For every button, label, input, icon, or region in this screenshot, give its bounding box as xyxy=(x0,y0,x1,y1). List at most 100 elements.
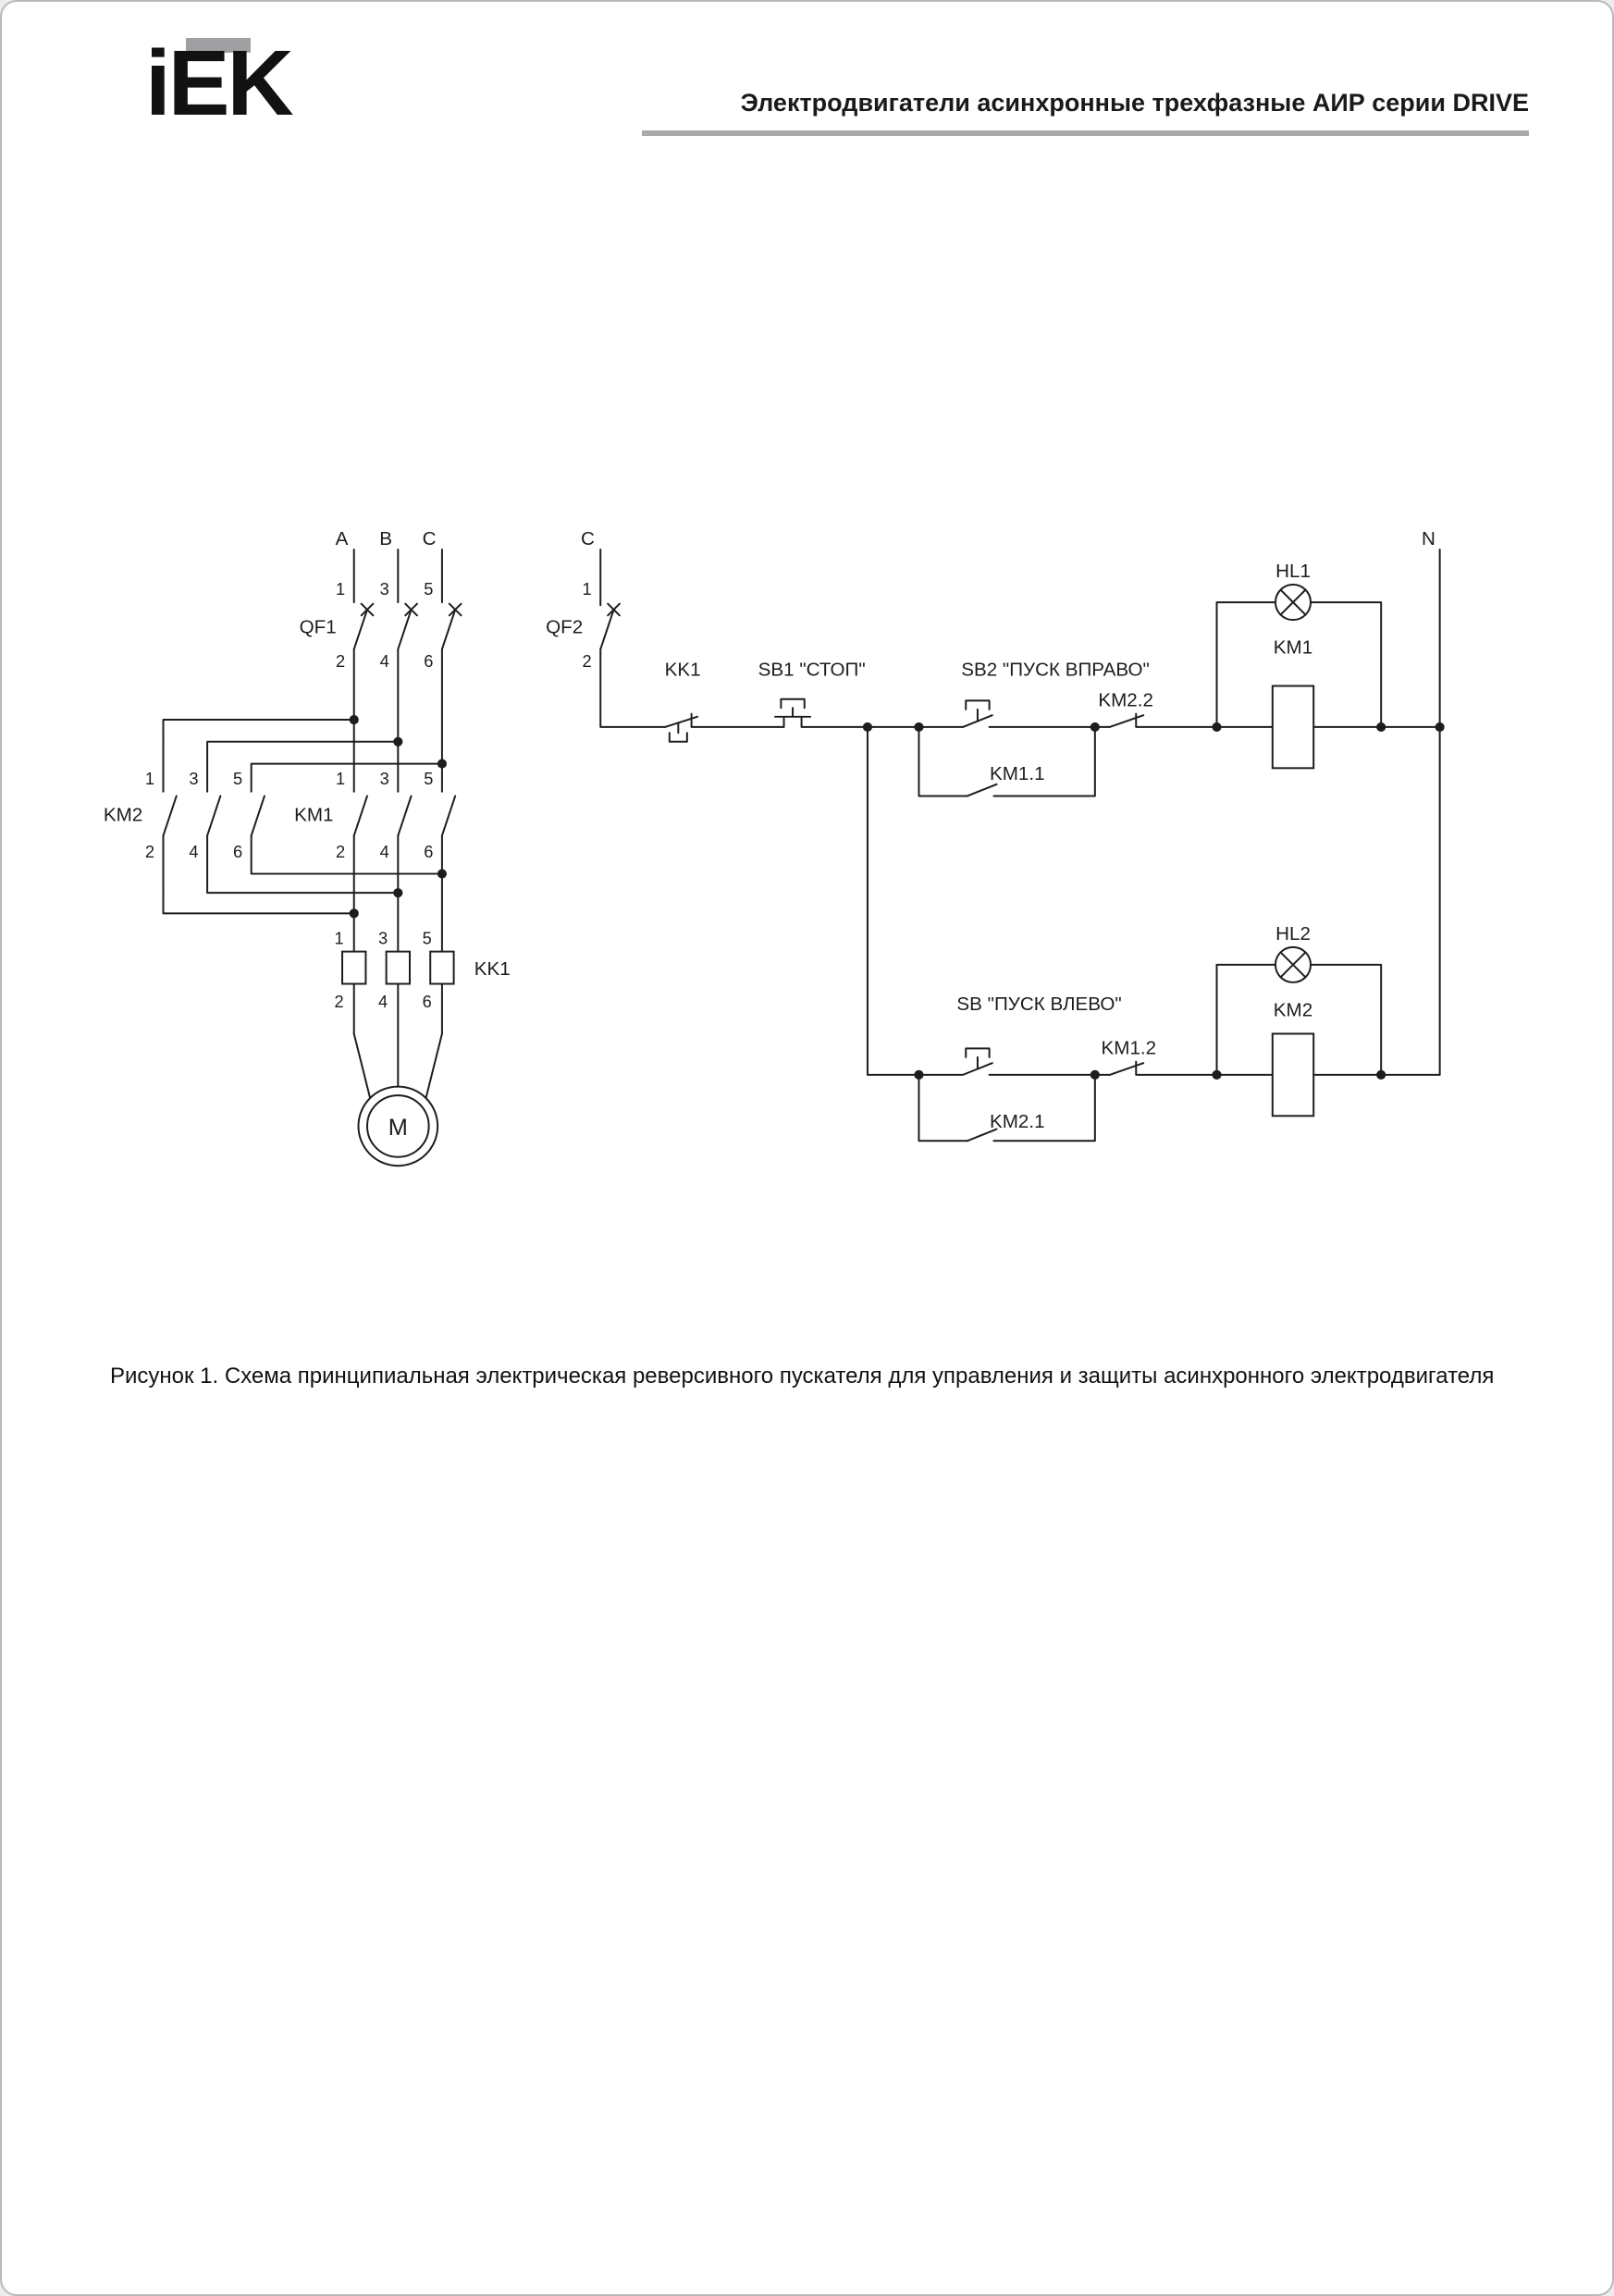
km1-main-contacts: 1 3 5 KM1 2 4 6 xyxy=(294,769,457,953)
km2-coil-box xyxy=(1271,1032,1315,1117)
km1-terminal-2: 2 xyxy=(336,842,345,861)
kk1-terminal-1: 1 xyxy=(334,929,343,948)
qf2-breaker: 1 QF2 2 xyxy=(546,548,667,728)
power-junction-dots xyxy=(349,714,447,919)
sb1-symbol xyxy=(774,697,965,728)
iek-logo-bar xyxy=(186,38,251,53)
km2-terminal-6: 6 xyxy=(233,842,242,861)
kk1-terminal-6: 6 xyxy=(423,992,432,1011)
km2-1-blade xyxy=(966,1128,998,1142)
km2-terminal-1: 1 xyxy=(145,769,154,788)
hl2-lamp: HL2 xyxy=(1215,923,1383,1076)
junction-dot xyxy=(1212,1069,1222,1080)
qf1-terminal-6: 6 xyxy=(424,651,433,671)
junction-dot xyxy=(349,908,359,919)
km1-terminal-1: 1 xyxy=(336,769,345,788)
junction-dot xyxy=(1090,1069,1100,1080)
circuit-diagram: A B C C N 1 3 5 QF1 2 4 6 1 3 5 KM2 2 xyxy=(104,528,1445,1167)
kk1-aux-label: KK1 xyxy=(665,659,701,680)
junction-dot xyxy=(437,869,447,879)
junction-dot xyxy=(1376,722,1386,732)
km1-terminal-5: 5 xyxy=(424,769,433,788)
km2-2-label: KM2.2 xyxy=(1098,690,1153,711)
neutral-label: N xyxy=(1422,528,1435,549)
hl2-branch-wires xyxy=(1215,963,1383,1076)
km2-main-label: KM2 xyxy=(104,804,142,825)
qf1-terminal-4: 4 xyxy=(380,651,389,671)
km2-1-label: KM2.1 xyxy=(990,1111,1045,1132)
km2-1-aux-contact: KM2.1 xyxy=(918,1073,1096,1142)
hl1-branch-wires xyxy=(1215,601,1383,728)
qf2-terminal-1: 1 xyxy=(583,579,592,599)
junction-dot xyxy=(393,736,403,747)
km1-1-aux-contact: KM1.1 xyxy=(918,725,1096,797)
qf1-terminal-5: 5 xyxy=(424,579,433,599)
km1-1-blade xyxy=(966,783,998,797)
kk1-aux-contact: KK1 xyxy=(664,659,785,743)
control-phase-label: C xyxy=(581,528,595,549)
km2-output-wires xyxy=(162,834,443,915)
km1-main-label: KM1 xyxy=(294,804,333,825)
sb2-start-right-button: SB2 "ПУСК ВПРАВО" xyxy=(961,659,1150,728)
qf1-contact-crosses xyxy=(360,602,462,617)
rung1-junction-dots xyxy=(862,722,1445,732)
km2-terminal-2: 2 xyxy=(145,842,154,861)
iek-logo-text: iEK xyxy=(145,31,294,135)
sb-left-symbol xyxy=(918,1047,1111,1076)
hl1-lamp-cross xyxy=(1279,588,1307,616)
km2-coil-label: KM2 xyxy=(1274,999,1312,1020)
km1-coil-label: KM1 xyxy=(1274,637,1312,659)
km1-2-label: KM1.2 xyxy=(1102,1038,1157,1059)
km1-2-symbol xyxy=(1108,1060,1274,1076)
hl2-label: HL2 xyxy=(1275,923,1311,944)
km1-contact-blades xyxy=(352,795,457,837)
km2-terminal-4: 4 xyxy=(189,842,198,861)
km1-coil: KM1 xyxy=(1271,637,1441,770)
kk1-thermal-relay: 1 3 5 KK1 2 4 6 xyxy=(334,929,511,1088)
km1-1-branch-wires xyxy=(918,725,1096,797)
iek-logo: iEK xyxy=(145,35,376,144)
rung2-feeder-wire xyxy=(866,725,920,1076)
qf2-terminal-2: 2 xyxy=(583,651,592,671)
km1-terminal-6: 6 xyxy=(424,842,433,861)
junction-dot xyxy=(437,759,447,769)
qf1-terminal-3: 3 xyxy=(380,579,389,599)
km2-contact-blades xyxy=(162,795,265,837)
kk1-main-label: KK1 xyxy=(474,958,511,980)
header-rule xyxy=(642,130,1529,136)
phase-rail-wires xyxy=(352,548,443,604)
sb1-label: SB1 "СТОП" xyxy=(758,659,866,680)
kk1-terminal-5: 5 xyxy=(423,929,432,948)
qf2-blade xyxy=(599,609,615,650)
motor: M xyxy=(352,1032,443,1167)
km2-1-branch-wires xyxy=(918,1073,1096,1142)
qf1-terminal-2: 2 xyxy=(336,651,345,671)
junction-dot xyxy=(1376,1069,1386,1080)
kk1-terminal-4: 4 xyxy=(378,992,388,1011)
kk1-heater-element xyxy=(385,950,412,985)
km2-2-contact: KM2.2 xyxy=(1098,690,1274,728)
kk1-heater-element xyxy=(341,950,367,985)
kk1-heater-element xyxy=(429,950,455,985)
hl2-lamp-cross xyxy=(1279,951,1307,979)
kk1-output-wires xyxy=(352,982,443,1088)
kk1-aux-symbol xyxy=(664,712,785,743)
hl1-label: HL1 xyxy=(1275,561,1311,582)
sb2-symbol xyxy=(962,699,1111,728)
junction-dot xyxy=(914,1069,924,1080)
junction-dot xyxy=(1212,722,1222,732)
motor-lead-wires xyxy=(352,1032,443,1100)
junction-dot xyxy=(393,888,403,898)
km1-1-label: KM1.1 xyxy=(990,763,1045,784)
km1-2-contact: KM1.2 xyxy=(1102,1038,1274,1076)
phase-b-label: B xyxy=(379,528,392,549)
km1-terminal-4: 4 xyxy=(380,842,389,861)
junction-dot xyxy=(914,722,924,732)
km2-terminal-3: 3 xyxy=(189,769,198,788)
junction-dot xyxy=(1090,722,1100,732)
sb-left-label: SB "ПУСК ВЛЕВО" xyxy=(956,994,1121,1015)
qf1-breaker: 1 3 5 QF1 2 4 6 xyxy=(300,579,462,671)
km2-2-symbol xyxy=(1108,712,1274,728)
qf1-terminal-1: 1 xyxy=(336,579,345,599)
